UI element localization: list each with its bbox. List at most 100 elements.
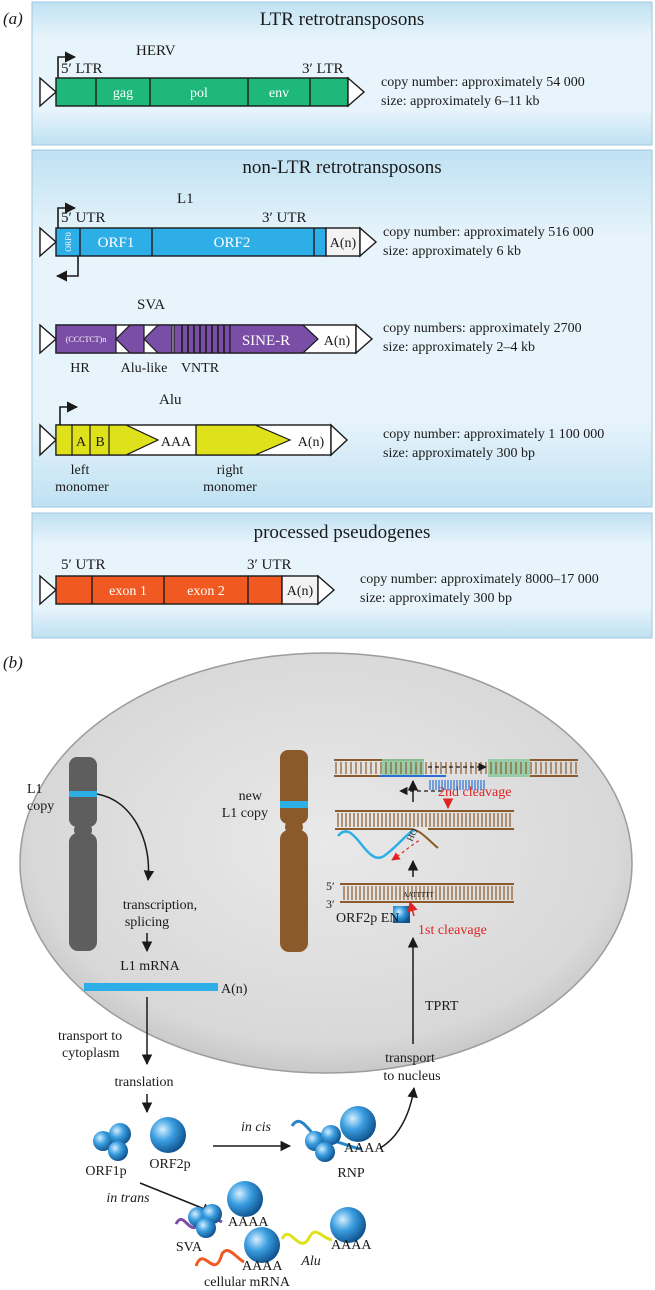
rnp-label: RNP: [337, 1166, 364, 1181]
alu-tss-arrow: [59, 401, 79, 425]
in-trans-label: in trans: [106, 1191, 150, 1206]
l1-sense-arrow: [57, 202, 77, 228]
aattttt-label: AATTTTT: [403, 891, 434, 899]
orf2p-protein: [150, 1117, 186, 1153]
l1-orf1: ORF1: [98, 235, 135, 251]
sva-element: SVA (CCCTCT)n SINE-R A(n) HR Alu-like VN…: [39, 297, 582, 376]
translation-label: translation: [114, 1075, 173, 1090]
sva-size: size: approximately 2–4 kb: [383, 340, 535, 355]
alu-right-1: right: [217, 463, 244, 478]
in-trans-arrow: [139, 1182, 213, 1214]
orf1p-protein: [93, 1123, 131, 1161]
orf1p-label: ORF1p: [85, 1164, 126, 1179]
alu-rnp: [280, 1207, 366, 1245]
alu-element: Alu A B AAA A(n) left monomer right mono…: [39, 392, 604, 495]
sva-rnp: [174, 1181, 263, 1238]
l1-polya: A(n): [330, 236, 357, 251]
new-copy-label-1: new: [239, 789, 263, 804]
herv-3ltr: 3′ LTR: [302, 61, 343, 77]
l1-label: L1: [177, 191, 194, 207]
cellular-mrna-rnp: [194, 1227, 280, 1267]
pseudo-size: size: approximately 300 bp: [360, 591, 512, 606]
alu-right-2: monomer: [203, 480, 257, 495]
alu-polya: A(n): [298, 435, 325, 450]
tprt-label: TPRT: [425, 999, 459, 1014]
five-prime-label: 5′: [326, 879, 335, 893]
sva-rnp-label: SVA: [176, 1240, 203, 1255]
l1-source-chromosome: [69, 757, 97, 951]
pseudo-copy-number: copy number: approximately 8000–17 000: [360, 572, 599, 587]
l1-rna-template: [337, 828, 415, 860]
transcription-label-1: transcription,: [123, 898, 197, 913]
three-prime-label: 3′: [326, 897, 335, 911]
pseudo-exon1: exon 1: [109, 584, 147, 599]
new-l1-band: [280, 801, 308, 808]
sva-hr-seq: (CCCTCT)n: [66, 335, 106, 344]
l1-orf0: ORF0: [64, 232, 73, 252]
l1-size: size: approximately 6 kb: [383, 244, 521, 259]
herv-size: size: approximately 6–11 kb: [381, 94, 540, 109]
herv-gag: gag: [113, 86, 133, 101]
pseudo-polya: A(n): [287, 584, 314, 599]
pseudogene-element: 5′ UTR 3′ UTR exon 1 exon 2 A(n) copy nu…: [39, 557, 599, 606]
import-arrow: [379, 1086, 418, 1149]
sva-polya-b: AAAA: [228, 1215, 269, 1230]
orf2p-en-label: ORF2p EN: [336, 911, 399, 926]
l1-copy-label-1: L1: [27, 782, 43, 797]
transcription-arrow: [96, 793, 155, 882]
dna-integrated: [334, 759, 578, 796]
transcription-label-2: splicing: [125, 915, 169, 930]
pseudo-3utr: 3′ UTR: [247, 557, 292, 573]
l1-mrna-polya: A(n): [221, 982, 248, 997]
in-cis-label: in cis: [241, 1120, 271, 1135]
second-cleavage-label: 2nd cleavage: [438, 785, 511, 800]
first-cleavage-label: 1st cleavage: [418, 923, 487, 938]
herv-label: HERV: [136, 43, 176, 59]
cellular-polya: AAAA: [242, 1259, 283, 1274]
l1-5utr: 5′ UTR: [61, 210, 106, 226]
herv-tss-arrow: [57, 51, 77, 83]
dna-rt-intermediate: [335, 810, 514, 861]
alu-box-b: B: [95, 435, 104, 450]
l1-copy-label-2: copy: [27, 799, 54, 814]
alu-copy-number: copy number: approximately 1 100 000: [383, 427, 604, 442]
non-ltr-title: non-LTR retrotransposons: [242, 157, 441, 178]
l1-3utr: 3′ UTR: [262, 210, 307, 226]
herv-5ltr: 5′ LTR: [61, 61, 102, 77]
alu-rnp-label: Alu: [300, 1254, 320, 1269]
sva-sine-r: SINE-R: [242, 333, 290, 349]
sva-polya: A(n): [324, 334, 351, 349]
new-copy-label-2: L1 copy: [222, 806, 268, 821]
l1-copy-number: copy number: approximately 516 000: [383, 225, 594, 240]
alu-polya-b: AAAA: [331, 1238, 372, 1253]
alu-size: size: approximately 300 bp: [383, 446, 535, 461]
transport-cyto-label-2: cytoplasm: [62, 1046, 120, 1061]
herv-env: env: [269, 86, 289, 101]
alu-left-1: left: [71, 463, 90, 478]
orf2p-label: ORF2p: [149, 1157, 190, 1172]
sva-hr: HR: [70, 361, 90, 376]
l1-body: [55, 227, 327, 257]
alu-box-a: A: [76, 435, 87, 450]
dna-target-site: [340, 883, 514, 903]
sva-vntr: VNTR: [181, 361, 220, 376]
l1-antisense-arrow: [55, 256, 79, 282]
l1-orf2: ORF2: [214, 235, 251, 251]
alu-left-2: monomer: [55, 480, 109, 495]
ltr-title: LTR retrotransposons: [260, 9, 424, 30]
alu-label: Alu: [159, 392, 182, 408]
transport-nuc-label-2: to nucleus: [383, 1069, 440, 1084]
sva-label: SVA: [137, 297, 165, 313]
herv-body: [55, 77, 349, 107]
alu-aaa: AAA: [161, 435, 192, 450]
herv-pol: pol: [190, 86, 208, 101]
orf2p-en-domain: [393, 906, 410, 923]
herv-copy-number: copy number: approximately 54 000: [381, 75, 585, 90]
sva-alu-like: Alu-like: [121, 361, 168, 376]
new-l1-chromosome: [280, 750, 308, 952]
l1-mrna-bar: [84, 983, 218, 991]
pseudo-exon2: exon 2: [187, 584, 225, 599]
ltr-panel: [31, 1, 653, 146]
rnp-polya: AAAA: [344, 1141, 385, 1156]
